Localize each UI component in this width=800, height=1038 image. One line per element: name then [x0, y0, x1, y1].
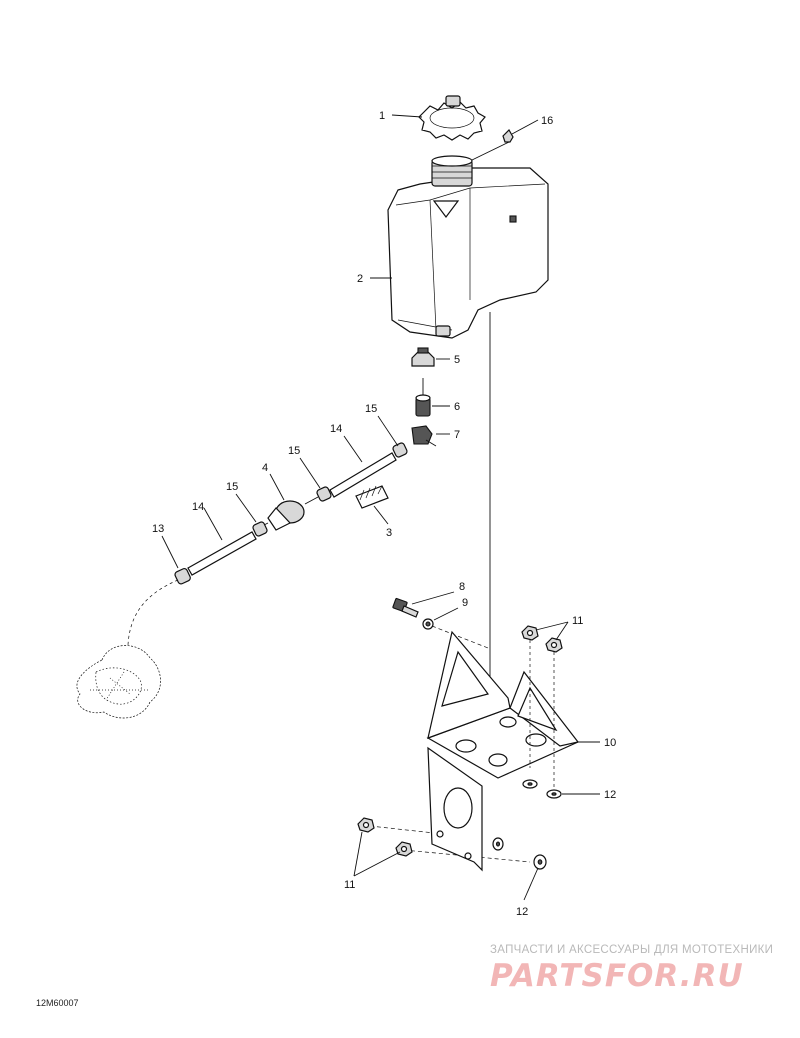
hose-lower[interactable]	[187, 531, 257, 576]
lock-nut-upper-b[interactable]	[545, 637, 563, 653]
callout-13: 13	[152, 523, 164, 535]
callout-6: 6	[454, 401, 460, 413]
callout-14-upper: 14	[330, 423, 342, 435]
callout-9: 9	[462, 597, 468, 609]
leader-lines	[161, 114, 600, 901]
washer-lower-b[interactable]	[533, 854, 547, 870]
lock-nut-upper-a[interactable]	[521, 625, 539, 641]
callout-1: 1	[379, 110, 385, 122]
callout-10: 10	[604, 737, 616, 749]
callout-4: 4	[262, 462, 268, 474]
inline-filter[interactable]	[261, 496, 319, 531]
watermark-logo: PARTSFOR.RU	[490, 958, 744, 994]
washer-lower-a[interactable]	[492, 837, 504, 851]
vent-fitting[interactable]	[502, 129, 514, 143]
diagram-reference-code: 12M60007	[36, 998, 79, 1008]
callout-8: 8	[459, 581, 465, 593]
elbow-connector[interactable]	[411, 425, 437, 447]
washer-right-b[interactable]	[546, 789, 562, 799]
outlet-fitting[interactable]	[415, 378, 431, 417]
hose-clamp-end[interactable]	[174, 567, 191, 585]
tank-cap[interactable]	[418, 95, 486, 141]
callout-12-right: 12	[604, 789, 616, 801]
washer-upper[interactable]	[422, 618, 434, 630]
callout-15-middle: 15	[288, 445, 300, 457]
callout-16: 16	[541, 115, 553, 127]
assembly-arrow	[486, 312, 494, 734]
lock-nut-lower-b[interactable]	[395, 841, 413, 857]
washer-right-a[interactable]	[522, 779, 538, 789]
callout-3: 3	[386, 527, 392, 539]
nut-fastener-lines	[529, 640, 555, 790]
oil-reservoir[interactable]	[387, 155, 549, 339]
engine-sketch	[76, 645, 161, 719]
spring[interactable]	[355, 485, 389, 509]
callout-15-upper: 15	[365, 403, 377, 415]
hose-clamp-middle[interactable]	[316, 486, 332, 502]
watermark-caption: ЗАПЧАСТИ И АКСЕССУАРЫ ДЛЯ МОТОТЕХНИКИ	[490, 944, 774, 956]
hose-clamp-lower[interactable]	[252, 521, 268, 537]
hose-route-dashed	[127, 579, 179, 646]
callout-14-lower: 14	[192, 501, 204, 513]
hose-clamp-upper[interactable]	[392, 442, 408, 458]
mounting-bracket[interactable]	[426, 630, 580, 872]
hose-upper[interactable]	[329, 452, 397, 498]
callout-7: 7	[454, 429, 460, 441]
callout-2: 2	[357, 273, 363, 285]
callout-5: 5	[454, 354, 460, 366]
callout-11-upper: 11	[572, 615, 583, 627]
grommet[interactable]	[411, 347, 435, 367]
callout-15-lower: 15	[226, 481, 238, 493]
callout-12-lower: 12	[516, 906, 528, 918]
mounting-bolt[interactable]	[392, 597, 419, 618]
callout-11-lower: 11	[344, 879, 355, 891]
lock-nut-lower-a[interactable]	[357, 817, 375, 833]
